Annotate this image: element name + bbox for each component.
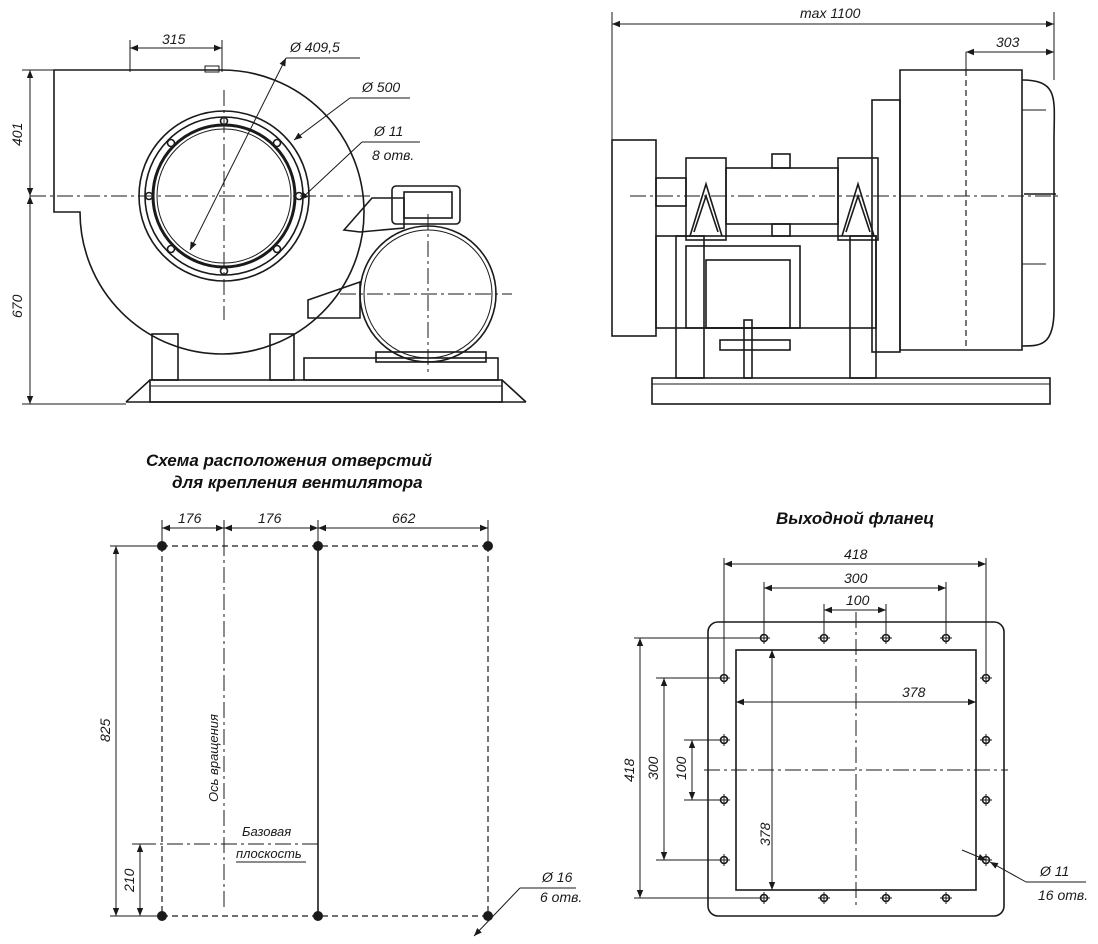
dim-670: 670 [9,294,25,318]
dim-300-left: 300 [645,756,661,780]
mounting-title-line1: Схема расположения отверстий [146,451,433,470]
hole-16-holes: 16 отв. [1038,887,1088,903]
base-plane-label-2: плоскость [236,846,302,861]
mounting-holes [157,541,493,921]
dim-d409: Ø 409,5 [289,39,340,55]
volute-housing [53,69,365,355]
motor-front [340,185,512,372]
front-support-legs [151,333,499,381]
front-view: 315 401 670 Ø 409,5 Ø 500 Ø 11 8 отв. [9,31,527,405]
hole-6-holes: 6 отв. [540,889,582,905]
dim-418-left: 418 [621,758,637,782]
flange-bolt-holes [718,632,992,904]
dim-662: 662 [392,510,416,526]
dim-8holes: 8 отв. [372,147,414,163]
dim-d11: Ø 11 [373,123,403,139]
front-base-plate [125,379,527,403]
dim-210: 210 [121,868,137,893]
mounting-title-line2: для крепления вентилятора [172,473,423,492]
rotation-axis-label: Ось вращения [206,714,221,802]
dim-100-left: 100 [673,756,689,780]
dim-401: 401 [9,123,25,146]
base-plane-label-1: Базовая [242,824,291,839]
hole-d16: Ø 16 [541,869,573,885]
dim-d500: Ø 500 [361,79,400,95]
dim-378-horizontal: 378 [902,684,926,700]
hole-d11: Ø 11 [1039,863,1069,879]
dim-825: 825 [97,718,113,742]
dim-100-top: 100 [846,592,870,608]
outlet-flange: Выходной фланец 418 [621,509,1088,917]
dim-max-1100: max 1100 [800,5,861,21]
dim-300-top: 300 [844,570,868,586]
flange-title: Выходной фланец [776,509,934,528]
dim-315: 315 [162,31,186,47]
dim-303: 303 [996,34,1020,50]
dim-378-vertical: 378 [757,822,773,846]
dim-176-b: 176 [258,510,282,526]
side-view: max 1100 303 [611,5,1060,405]
dim-176-a: 176 [178,510,202,526]
mounting-scheme: Схема расположения отверстий для креплен… [97,451,582,937]
dim-418-top: 418 [844,546,868,562]
